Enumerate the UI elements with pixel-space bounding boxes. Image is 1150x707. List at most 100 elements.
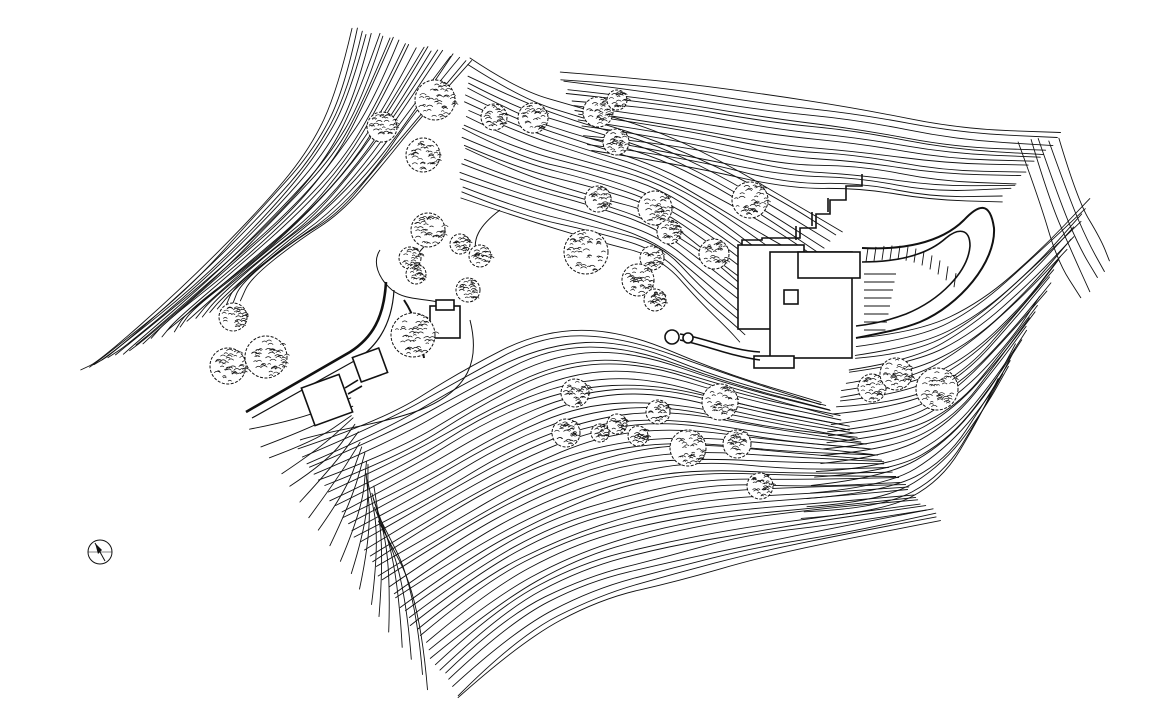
tree	[643, 288, 669, 312]
tree	[405, 137, 442, 173]
tree	[209, 347, 249, 385]
tree	[468, 244, 495, 268]
upper-slope-contour	[465, 116, 802, 274]
main-house-stepped-wall	[741, 174, 863, 245]
terrace-step	[873, 246, 877, 261]
west-slope-contour	[135, 36, 394, 346]
west-slope-contour	[107, 32, 372, 359]
east-slope-contour	[855, 208, 1086, 348]
tree	[551, 418, 581, 448]
guest-house	[300, 373, 354, 427]
west-slope-contour	[129, 37, 391, 352]
tree	[560, 378, 593, 408]
tree	[879, 357, 916, 391]
east-slope-contour	[822, 311, 1036, 450]
southwest-slope-contour	[376, 512, 423, 675]
south-slope-contour	[313, 351, 831, 475]
tree	[857, 373, 887, 403]
south-slope-contour	[452, 512, 937, 687]
north-arrow-icon[interactable]	[87, 539, 113, 565]
main-house-parapet	[795, 198, 829, 240]
west-slope-contour	[150, 43, 406, 339]
south-slope-contour	[306, 341, 827, 465]
terrace-step	[881, 245, 885, 261]
south-slope-contour	[457, 516, 937, 697]
north-slope-contour	[574, 110, 1029, 166]
terrace-step	[945, 266, 949, 281]
west-slope-contour	[93, 30, 363, 366]
west-slope-contour	[239, 60, 473, 302]
tree	[480, 103, 509, 131]
south-slope-contour	[417, 486, 910, 630]
south-slope-contour	[404, 477, 900, 612]
west-slope-contour	[142, 39, 400, 345]
southwest-slope-contour	[299, 431, 359, 503]
south-slope-contour	[381, 452, 885, 581]
tree	[405, 263, 427, 285]
connecting-walkway	[344, 379, 363, 395]
southwest-slope-contour	[329, 452, 366, 547]
curved-terrace-outer	[855, 206, 996, 339]
main-house-skylight	[783, 289, 799, 305]
upper-slope-contour	[463, 124, 797, 278]
south-slope-contour	[364, 423, 867, 551]
terrace-planter-b	[682, 332, 694, 344]
tree	[722, 429, 752, 459]
west-slope-contour	[166, 47, 417, 332]
east-ridge-contour	[1030, 139, 1091, 293]
tree	[584, 185, 613, 213]
upper-slope-contour	[461, 163, 764, 312]
tree	[590, 423, 610, 443]
south-slope-contour	[426, 494, 916, 643]
terrace-steps	[864, 245, 957, 331]
main-house-entry	[753, 355, 795, 369]
west-slope-contour	[209, 55, 451, 313]
tree	[698, 238, 731, 270]
tree	[602, 128, 631, 156]
north-slope-contour	[565, 93, 1045, 156]
north-slope-contour	[571, 100, 1041, 158]
upper-slope-contour	[469, 57, 843, 233]
south-slope-contour	[351, 407, 858, 532]
upper-slope-contour	[459, 171, 763, 319]
tree	[517, 102, 550, 134]
tree	[563, 229, 609, 275]
southwest-slope-contour	[377, 520, 428, 691]
southwest-slope-contour	[281, 417, 354, 475]
buildings	[300, 174, 996, 427]
tree	[731, 181, 771, 219]
west-slope-contour	[80, 27, 353, 371]
west-slope-contour	[122, 35, 384, 355]
east-ridge-contour	[1037, 138, 1098, 278]
south-slope-contour	[359, 419, 867, 543]
tree	[414, 79, 459, 121]
southwest-slope-contour	[268, 415, 352, 459]
south-slope-contour	[395, 470, 893, 599]
tree	[746, 472, 777, 500]
north-slope-contour	[563, 80, 1054, 147]
south-slope-contour	[318, 359, 834, 481]
upper-slope-contour	[468, 110, 804, 271]
tree	[656, 219, 684, 245]
east-ridge-contour	[1058, 137, 1110, 262]
south-slope-contour	[301, 335, 822, 458]
upper-slope-contour	[459, 178, 756, 326]
east-slope-contour	[832, 276, 1050, 415]
tree	[410, 212, 449, 248]
main-house-east-wing	[797, 251, 861, 279]
east-slope-contour	[810, 349, 1016, 494]
west-slope-contour	[115, 32, 381, 356]
path-outline-upper	[376, 249, 439, 303]
southwest-slope-contour	[373, 507, 412, 660]
terrace-step	[905, 246, 909, 261]
garage	[351, 346, 389, 384]
south-slope-contour	[393, 462, 889, 595]
north-slope-contour	[578, 113, 1027, 173]
south-slope-contour	[434, 503, 921, 666]
north-slope-contour	[591, 150, 1003, 203]
terrace-step	[889, 245, 893, 260]
tree	[645, 399, 673, 425]
curved-terrace-inner	[855, 230, 971, 327]
north-slope-contour	[583, 135, 1016, 187]
tree	[244, 335, 290, 379]
